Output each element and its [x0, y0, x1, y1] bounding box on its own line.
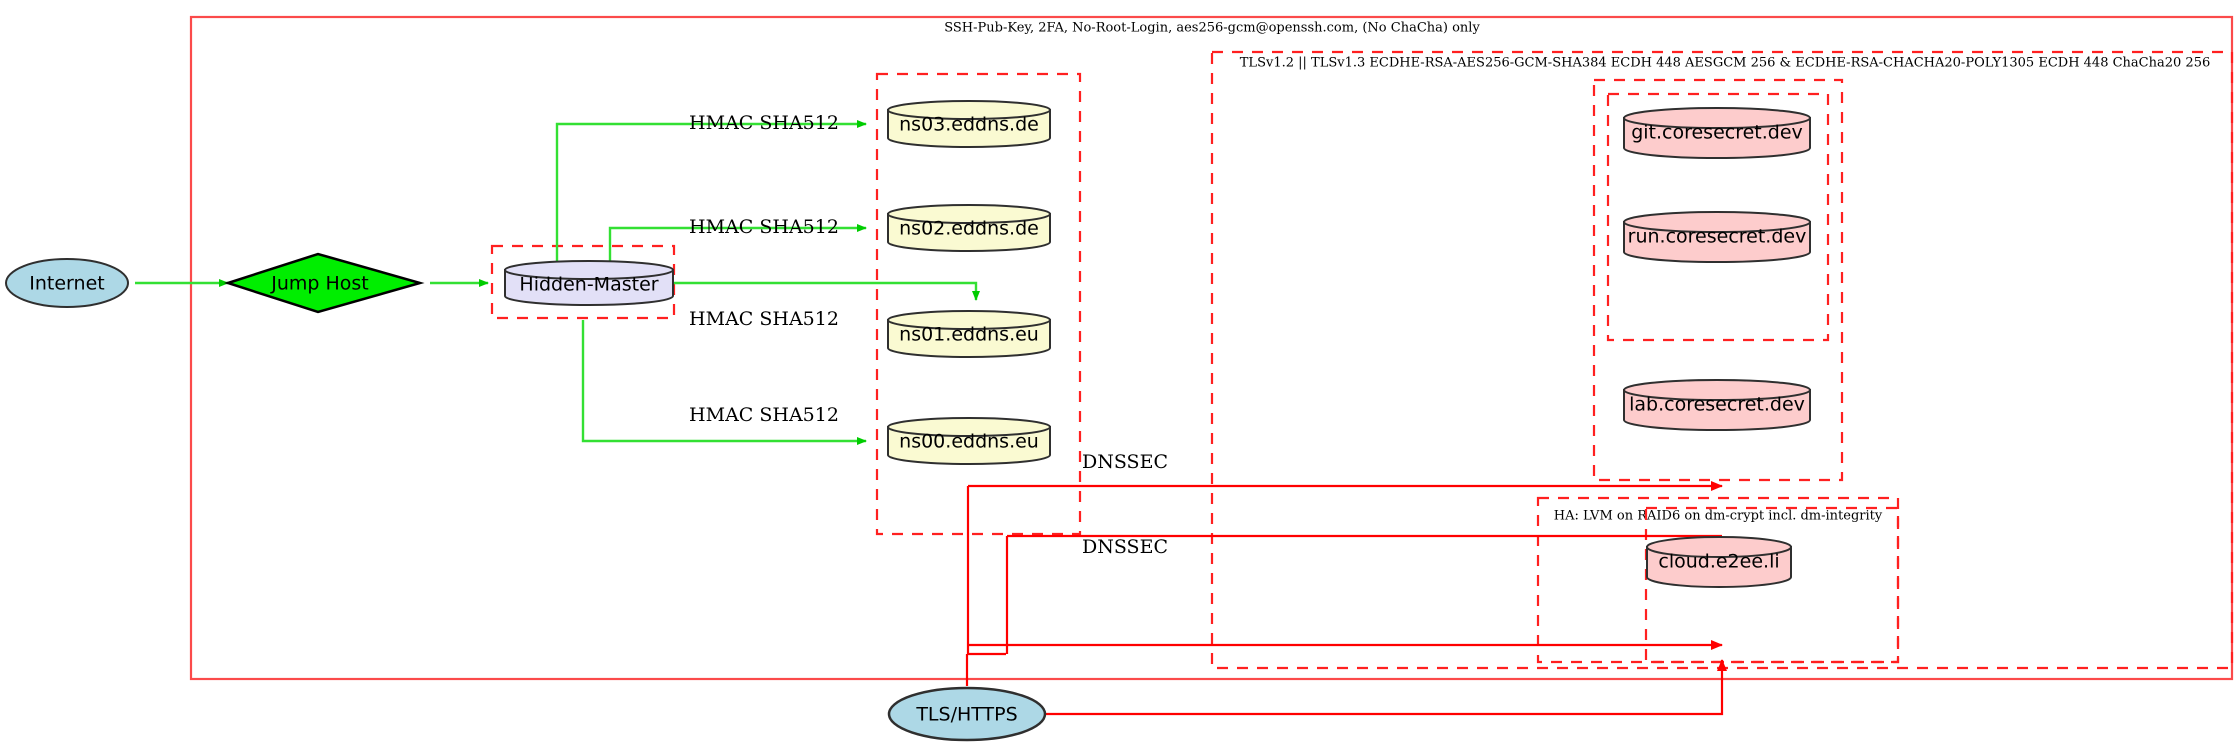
- node-run-coresecret[interactable]: run.coresecret.dev: [1623, 211, 1811, 263]
- edge-hiddenmaster-ns03: [555, 120, 867, 262]
- node-ns02[interactable]: ns02.eddns.de: [887, 204, 1051, 252]
- edge-hiddenmaster-ns01: [670, 281, 980, 301]
- node-git-label: git.coresecret.dev: [1631, 122, 1803, 144]
- node-ns00[interactable]: ns00.eddns.eu: [887, 417, 1051, 465]
- cluster-hidden-master-boundary: [490, 244, 676, 320]
- node-tls-https[interactable]: TLS/HTTPS: [887, 686, 1047, 742]
- edge-label-dnssec-upper: DNSSEC: [1082, 451, 1168, 473]
- node-cloud-e2ee[interactable]: cloud.e2ee.li: [1646, 536, 1792, 588]
- edge-label-group: HMAC SHA512 HMAC SHA512 HMAC SHA512 HMAC…: [689, 112, 1168, 558]
- node-internet-label: Internet: [29, 273, 104, 295]
- edge-label-hmac-ns02: HMAC SHA512: [689, 216, 839, 238]
- node-ns03-label: ns03.eddns.de: [899, 114, 1039, 136]
- edge-label-dnssec-lower: DNSSEC: [1082, 536, 1168, 558]
- edge-hiddenmaster-ns00: [581, 320, 867, 445]
- edge-label-hmac-ns00: HMAC SHA512: [689, 404, 839, 426]
- cluster-ssh-label: SSH-Pub-Key, 2FA, No-Root-Login, aes256-…: [944, 21, 1480, 36]
- node-git-coresecret[interactable]: git.coresecret.dev: [1623, 107, 1811, 159]
- node-jump-host-label: Jump Host: [270, 273, 369, 295]
- node-ns03[interactable]: ns03.eddns.de: [887, 100, 1051, 148]
- node-jump-host[interactable]: Jump Host: [223, 252, 425, 314]
- cluster-ssh-boundary: [189, 15, 2234, 681]
- cluster-coresecret-outer: [1592, 78, 1844, 482]
- node-hidden-master[interactable]: Hidden-Master: [504, 260, 674, 306]
- edge-hiddenmaster-ns02: [608, 224, 867, 262]
- edge-tlshttps-right: [1043, 659, 1727, 716]
- cluster-coresecret-inner: [1606, 92, 1830, 342]
- node-lab-label: lab.coresecret.dev: [1629, 394, 1805, 416]
- node-tls-https-label: TLS/HTTPS: [915, 704, 1017, 726]
- cluster-ha-label: HA: LVM on RAID6 on dm-crypt incl. dm-in…: [1554, 509, 1883, 524]
- edge-dnssec-upper-stub: [966, 486, 1006, 656]
- node-ns01[interactable]: ns01.eddns.eu: [887, 310, 1051, 358]
- node-hidden-master-label: Hidden-Master: [519, 274, 658, 296]
- edge-label-hmac-ns03: HMAC SHA512: [689, 112, 839, 134]
- node-cloud-label: cloud.e2ee.li: [1658, 551, 1779, 573]
- node-ns02-label: ns02.eddns.de: [899, 218, 1039, 240]
- node-internet[interactable]: Internet: [5, 258, 129, 308]
- node-ns00-label: ns00.eddns.eu: [899, 431, 1039, 453]
- cluster-ha-inner: [1644, 506, 1900, 664]
- node-lab-coresecret[interactable]: lab.coresecret.dev: [1623, 379, 1811, 431]
- cluster-tls-label: TLSv1.2 || TLSv1.3 ECDHE-RSA-AES256-GCM-…: [1240, 56, 2210, 71]
- node-run-label: run.coresecret.dev: [1628, 226, 1807, 248]
- node-ns01-label: ns01.eddns.eu: [899, 324, 1039, 346]
- cluster-dns-boundary: [875, 72, 1082, 536]
- edge-label-hmac-ns01: HMAC SHA512: [689, 308, 839, 330]
